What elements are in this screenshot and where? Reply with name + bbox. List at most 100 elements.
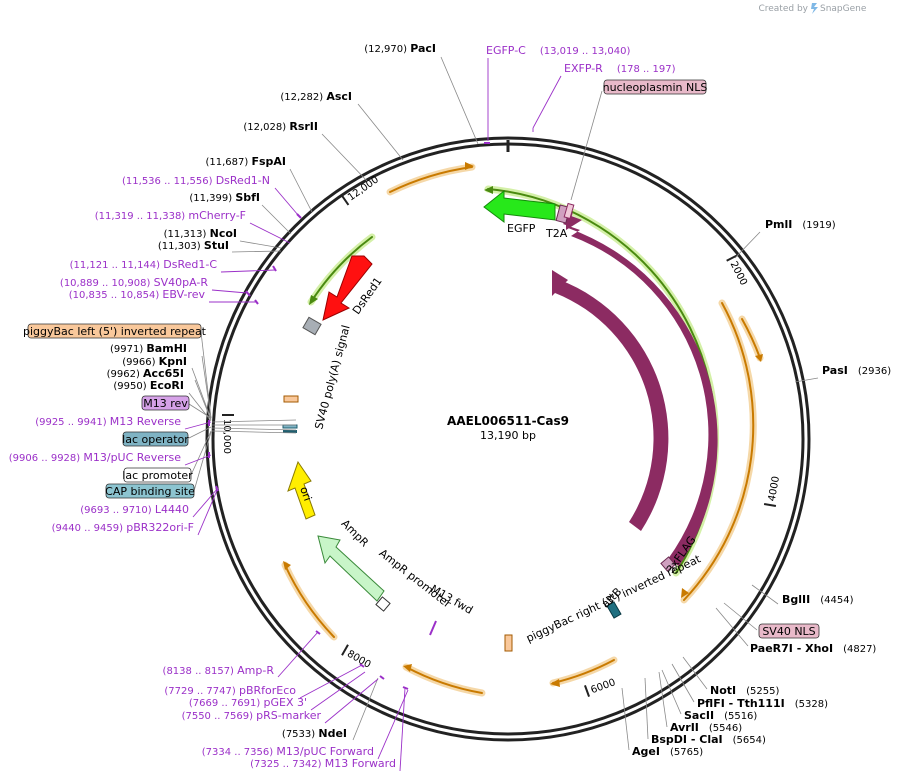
primer-range: (11,121 .. 11,144) bbox=[70, 260, 164, 271]
site-position: (4827) bbox=[843, 644, 876, 655]
primer-range: (178 .. 197) bbox=[617, 64, 676, 75]
primer-label: (11,319 .. 11,338) mCherry-F bbox=[95, 209, 246, 222]
primer-range: (7729 .. 7747) bbox=[164, 686, 239, 697]
boxed-feature: piggyBac left (5') inverted repeat bbox=[23, 323, 207, 339]
site-position: (4454) bbox=[820, 595, 853, 606]
primer-name: pBRforEco bbox=[239, 684, 296, 697]
primer-name: pGEX 3' bbox=[263, 696, 307, 709]
restriction-site: (9950) EcoRI bbox=[113, 379, 184, 392]
tick-label: 10,000 bbox=[221, 414, 234, 454]
lac-op-marker bbox=[282, 424, 298, 429]
restriction-sites-left: (12,970) PacI(12,282) AscI(12,028) RsrII… bbox=[107, 42, 436, 740]
primer-label: (10,835 .. 10,854) EBV-rev bbox=[69, 288, 206, 301]
boxed-feature: lac promoter bbox=[122, 467, 193, 483]
primer-name: DsRed1-N bbox=[216, 174, 270, 187]
feature-box bbox=[123, 467, 192, 483]
primer-label: (9693 .. 9710) L4440 bbox=[80, 503, 189, 516]
site-position: (11,303) bbox=[158, 241, 204, 252]
primer-marks bbox=[208, 142, 490, 690]
tick-text: 6000 bbox=[589, 677, 617, 696]
primer-range: (10,889 .. 10,908) bbox=[60, 278, 154, 289]
site-position: (9971) bbox=[110, 344, 146, 355]
site-position: (5765) bbox=[670, 747, 703, 758]
primer-label: (10,889 .. 10,908) SV40pA-R bbox=[60, 276, 208, 289]
site-name: BglII bbox=[782, 593, 810, 606]
restriction-site: AvrII(5546) bbox=[670, 721, 742, 734]
site-name: RsrII bbox=[289, 120, 318, 133]
primer-name: EBV-rev bbox=[162, 288, 205, 301]
feature-box-label: M13 rev bbox=[143, 397, 188, 410]
site-position: (7533) bbox=[282, 729, 318, 740]
dsred1-feature bbox=[322, 255, 373, 321]
plasmid-size: 13,190 bp bbox=[480, 429, 536, 442]
nls-marker bbox=[563, 202, 575, 220]
tick-text: 10,000 bbox=[221, 419, 232, 454]
site-name: PflFI bbox=[697, 697, 725, 710]
primer-label: (8138 .. 8157) Amp-R bbox=[163, 664, 275, 677]
site-name: AgeI bbox=[632, 745, 660, 758]
site-position: (11,313) bbox=[164, 229, 210, 240]
m13-fwd-mark bbox=[429, 620, 437, 636]
primer-range: (9906 .. 9928) bbox=[9, 453, 84, 464]
primer-range: (9693 .. 9710) bbox=[80, 505, 155, 516]
primer-range: (7334 .. 7356) bbox=[202, 747, 277, 758]
snapgene-logo-icon bbox=[811, 3, 818, 14]
primer-name: M13 Reverse bbox=[110, 415, 181, 428]
egfp-feature bbox=[483, 189, 556, 223]
primer-range: (10,835 .. 10,854) bbox=[69, 290, 163, 301]
primer-label: (7729 .. 7747) pBRforEco bbox=[164, 684, 296, 697]
primer-labels-left: (11,536 .. 11,556) DsRed1-N (11,319 .. 11… bbox=[9, 174, 396, 770]
site-name: PasI bbox=[822, 364, 848, 377]
tick-label: 6000 bbox=[584, 677, 617, 697]
restriction-site: (9966) KpnI bbox=[122, 355, 187, 368]
site-name-2: XhoI bbox=[805, 642, 833, 655]
site-position: (12,282) bbox=[280, 92, 326, 103]
cas9-inner-feature bbox=[555, 280, 669, 531]
m13rev-marker bbox=[283, 430, 297, 433]
plasmid-name: AAEL006511-Cas9 bbox=[447, 414, 569, 428]
restriction-site: AgeI (5765) bbox=[632, 745, 703, 758]
boxed-feature: lac operator bbox=[122, 431, 189, 447]
ori-label: ori bbox=[297, 485, 314, 503]
boxed-feature: M13 rev bbox=[141, 395, 190, 411]
tick-text: 4000 bbox=[767, 475, 782, 502]
credit-brand: SnapGene bbox=[820, 4, 867, 14]
restriction-site: (12,028) RsrII bbox=[243, 120, 318, 133]
primer-range: (11,536 .. 11,556) bbox=[122, 176, 216, 187]
site-position: (9950) bbox=[113, 381, 149, 392]
boxed-feature-labels: nucleoplasmin NLS piggyBac left (5') inve… bbox=[23, 79, 820, 639]
piggybac-right-box bbox=[504, 634, 513, 652]
primer-name: DsRed1-C bbox=[163, 258, 217, 271]
site-position: (11,687) bbox=[205, 157, 251, 168]
ampr-feature bbox=[317, 535, 385, 602]
feature-box bbox=[758, 623, 820, 639]
feature-box-label: nucleoplasmin NLS bbox=[603, 81, 708, 94]
primer-name: M13 Forward bbox=[325, 757, 396, 770]
site-name: FspAI bbox=[251, 155, 286, 168]
primer-label: (7669 .. 7691) pGEX 3' bbox=[189, 696, 307, 709]
restriction-site: SacII(5516) bbox=[684, 709, 757, 722]
primer-label: (7325 .. 7342) M13 Forward bbox=[250, 757, 396, 770]
restriction-site: (7533) NdeI bbox=[282, 727, 347, 740]
restriction-site: PflFI - Tth111I(5328) bbox=[697, 697, 828, 710]
site-position: (9962) bbox=[107, 369, 143, 380]
primer-name: pRS-marker bbox=[256, 709, 321, 722]
t2a-label: T2A bbox=[545, 227, 568, 240]
site-name: NdeI bbox=[318, 727, 347, 740]
flag-box bbox=[660, 556, 676, 572]
site-name: AvrII bbox=[670, 721, 699, 734]
site-position: (11,399) bbox=[189, 193, 235, 204]
site-name: PaeR7I bbox=[750, 642, 793, 655]
restriction-site: (11,687) FspAI bbox=[205, 155, 286, 168]
site-position: (5516) bbox=[724, 711, 757, 722]
restriction-site: PmlI(1919) bbox=[765, 218, 836, 231]
ampr-promoter-box bbox=[375, 596, 391, 612]
boxed-feature: SV40 NLS bbox=[758, 623, 820, 639]
site-name: BamHI bbox=[146, 342, 187, 355]
credit-prefix: Created by bbox=[758, 4, 808, 14]
tick-mark bbox=[763, 502, 777, 508]
piggybac-left-box bbox=[283, 395, 299, 403]
restriction-site: PaeR7I - XhoI(4827) bbox=[750, 642, 876, 655]
site-name: NcoI bbox=[210, 227, 237, 240]
primer-label: EGFP-C(13,019 .. 13,040) bbox=[486, 44, 630, 57]
